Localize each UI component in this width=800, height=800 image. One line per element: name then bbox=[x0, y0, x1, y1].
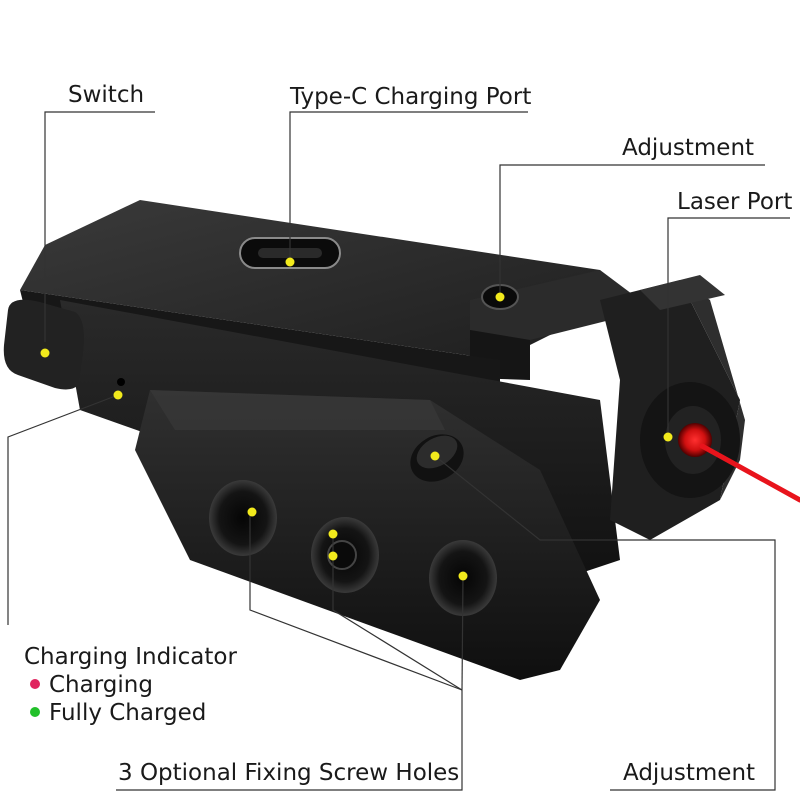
leader-indicator bbox=[7, 394, 119, 625]
leader-switch bbox=[44, 111, 155, 342]
marker-screw-2b bbox=[328, 551, 338, 561]
charging-dot-icon bbox=[30, 678, 40, 689]
leader-type-c bbox=[289, 111, 528, 260]
laser-sight-body bbox=[3, 200, 800, 680]
fully-charged-dot-icon bbox=[30, 706, 40, 717]
legend-label-fully-charged: Fully Charged bbox=[49, 700, 207, 726]
marker-adjustment-top bbox=[495, 292, 505, 302]
indicator-hole bbox=[117, 378, 125, 386]
leader-screw-left bbox=[249, 512, 463, 691]
legend-item-charging: Charging bbox=[30, 674, 153, 697]
marker-type-c bbox=[285, 257, 295, 267]
label-laser-port: Laser Port bbox=[677, 189, 793, 215]
callout-markers bbox=[40, 257, 673, 581]
top-block bbox=[470, 270, 640, 340]
leader-adjustment-top bbox=[499, 164, 765, 297]
legend-title: Charging Indicator bbox=[24, 644, 237, 670]
marker-adjustment-bottom bbox=[430, 451, 440, 461]
marker-switch bbox=[40, 348, 50, 358]
marker-indicator bbox=[113, 390, 123, 400]
legend-label-charging: Charging bbox=[49, 672, 153, 698]
marker-screw-2a bbox=[328, 529, 338, 539]
screw-hole-2 bbox=[311, 517, 379, 593]
leader-laser-port bbox=[667, 217, 790, 437]
laser-beam bbox=[699, 443, 800, 503]
leader-adjustment-bottom bbox=[434, 455, 776, 791]
marker-screw-3 bbox=[458, 571, 468, 581]
marker-laser-port bbox=[663, 432, 673, 442]
screw-hole-1 bbox=[209, 480, 277, 556]
label-adjustment-bottom: Adjustment bbox=[623, 760, 756, 786]
label-screw-holes: 3 Optional Fixing Screw Holes bbox=[118, 760, 460, 786]
leader-screw-right bbox=[461, 575, 464, 691]
switch-knob bbox=[3, 299, 84, 390]
label-type-c-port: Type-C Charging Port bbox=[290, 84, 532, 110]
marker-screw-1 bbox=[247, 507, 257, 517]
label-switch: Switch bbox=[68, 82, 145, 108]
legend-item-fully-charged: Fully Charged bbox=[30, 702, 206, 725]
leader-screw-down bbox=[116, 690, 463, 791]
label-adjustment-top: Adjustment bbox=[622, 135, 755, 161]
laser-aperture bbox=[640, 382, 740, 498]
leader-lines bbox=[7, 111, 790, 791]
